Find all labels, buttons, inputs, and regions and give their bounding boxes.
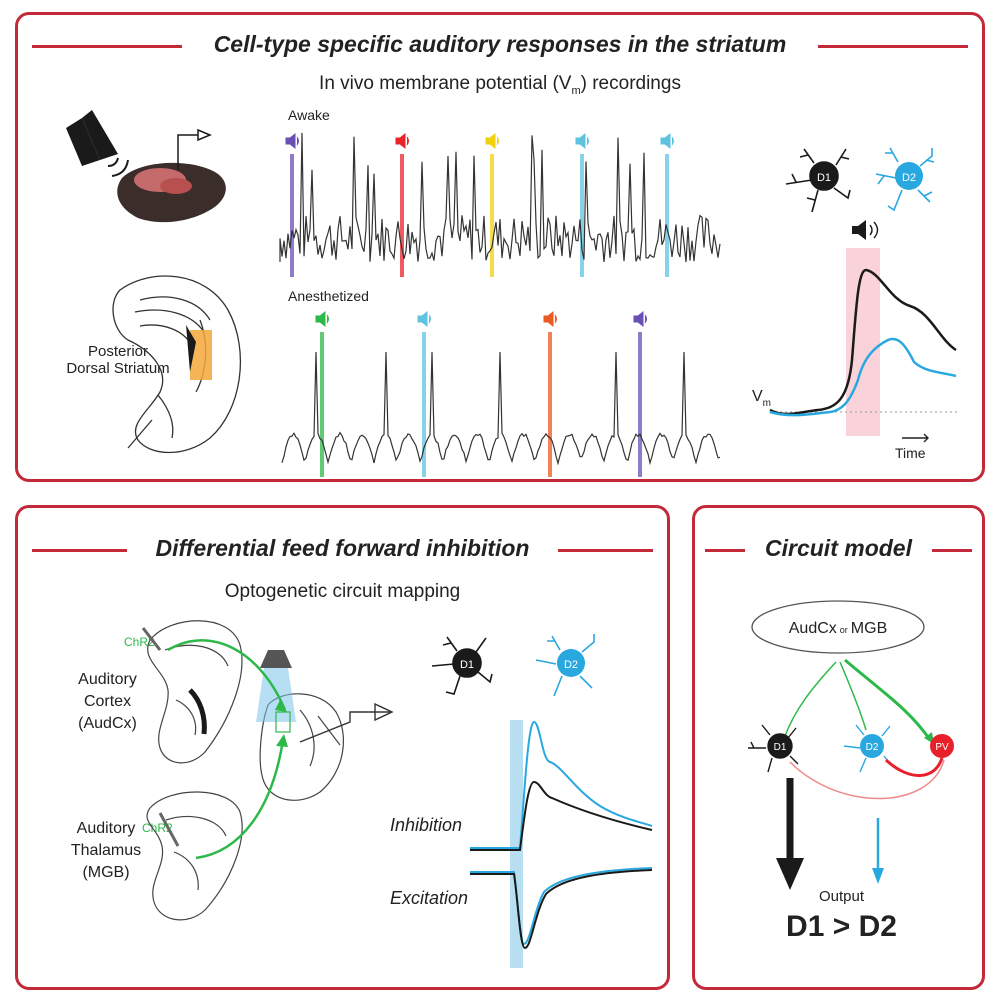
recording-site bbox=[275, 711, 291, 733]
fiber-icon bbox=[158, 812, 180, 847]
mouse-head-icon bbox=[117, 128, 226, 223]
d1-response-curve bbox=[769, 268, 957, 416]
title-rule-right bbox=[818, 45, 968, 48]
d2-neuron-icon bbox=[875, 147, 935, 212]
stimulus-marker bbox=[665, 154, 669, 277]
source-node bbox=[751, 600, 925, 654]
vm-trace-line bbox=[281, 351, 721, 466]
d2-label: D2 bbox=[902, 172, 916, 184]
panel-title: Cell-type specific auditory responses in… bbox=[18, 31, 982, 58]
title-rule-right bbox=[558, 549, 653, 552]
stimulus-marker bbox=[638, 332, 642, 477]
speaker-icon bbox=[633, 310, 647, 328]
electrode-icon bbox=[299, 711, 390, 743]
speaker-icon bbox=[315, 310, 329, 328]
brain-slice-illustration bbox=[112, 275, 242, 454]
speaker-icon bbox=[66, 110, 129, 177]
stimulus-marker bbox=[422, 332, 426, 477]
thalamus-projection-arrow bbox=[195, 739, 285, 860]
fiber-icon bbox=[141, 627, 162, 651]
pv-neuron-icon bbox=[930, 734, 954, 758]
panel-title: Differential feed forward inhibition bbox=[18, 535, 667, 562]
projection-to-d2 bbox=[839, 661, 867, 731]
light-pulse-window bbox=[510, 720, 523, 968]
panel-auditory-responses: Cell-type specific auditory responses in… bbox=[15, 12, 985, 482]
title-rule-left bbox=[32, 45, 182, 48]
excitation-label: Excitation bbox=[390, 888, 469, 908]
d1-label: D1 bbox=[817, 172, 831, 184]
light-beam bbox=[256, 668, 296, 722]
cortex-projection-arrow bbox=[167, 639, 287, 711]
pv-to-d1-inhibition bbox=[789, 759, 945, 800]
result-label: D1 > D2 bbox=[786, 910, 897, 943]
d2-response-curve bbox=[769, 337, 957, 417]
inhibition-label: Inhibition bbox=[390, 815, 463, 835]
speaker-icon bbox=[417, 310, 431, 328]
speaker-icon bbox=[543, 310, 557, 328]
stimulus-marker bbox=[580, 154, 584, 277]
stimulus-marker bbox=[320, 332, 324, 477]
panel-feed-forward-inhibition: Differential feed forward inhibition Opt… bbox=[15, 505, 670, 990]
awake-trace bbox=[279, 132, 721, 277]
d1-epsc-trace bbox=[470, 869, 653, 950]
title-rule-right bbox=[932, 549, 972, 552]
d1-label: D1 bbox=[460, 659, 474, 671]
stimulus-marker bbox=[490, 154, 494, 277]
panel-subtitle: In vivo membrane potential (Vm) recordin… bbox=[319, 73, 681, 97]
projection-to-pv bbox=[844, 658, 932, 741]
title-rule-left bbox=[705, 549, 745, 552]
chr2-label-cortex: ChR2 bbox=[124, 635, 155, 649]
pv-label: PV bbox=[935, 742, 949, 753]
stimulus-window bbox=[846, 248, 880, 436]
time-axis-label: Time bbox=[895, 445, 926, 461]
anesthetized-label: Anesthetized bbox=[288, 288, 369, 304]
d2-neuron-icon bbox=[535, 634, 595, 697]
vm-trace-line bbox=[279, 132, 721, 263]
stimulus-marker bbox=[400, 154, 404, 277]
d1-neuron-icon bbox=[431, 636, 493, 695]
awake-label: Awake bbox=[288, 107, 330, 123]
d1-neuron-icon bbox=[748, 724, 799, 773]
vm-axis-label: Vm bbox=[752, 388, 771, 409]
panel-subtitle: Optogenetic circuit mapping bbox=[224, 581, 461, 602]
d2-label: D2 bbox=[564, 659, 578, 671]
speaker-icon bbox=[660, 132, 674, 150]
small-speaker-icon bbox=[852, 220, 879, 240]
anesthetized-trace bbox=[281, 310, 721, 477]
output-label: Output bbox=[818, 888, 865, 905]
speaker-icon bbox=[285, 132, 299, 150]
d1-label: D1 bbox=[774, 742, 787, 753]
pv-to-d2-inhibition bbox=[884, 757, 944, 777]
d1-neuron-icon bbox=[785, 148, 851, 213]
led-icon bbox=[260, 650, 292, 668]
thalamus-slice-illustration bbox=[146, 791, 243, 921]
d1-ipsc-trace bbox=[470, 780, 653, 851]
stimulus-marker bbox=[290, 154, 294, 277]
d2-ipsc-trace bbox=[470, 720, 653, 849]
speaker-icon bbox=[395, 132, 409, 150]
time-arrow-icon bbox=[902, 433, 929, 443]
stimulus-marker bbox=[548, 332, 552, 477]
speaker-icon bbox=[485, 132, 499, 150]
d2-neuron-icon bbox=[843, 724, 893, 773]
speaker-icon bbox=[575, 132, 589, 150]
projection-to-d1 bbox=[784, 661, 837, 737]
panel-title: Circuit model bbox=[695, 535, 982, 562]
title-rule-left bbox=[32, 549, 127, 552]
d2-label: D2 bbox=[866, 742, 879, 753]
